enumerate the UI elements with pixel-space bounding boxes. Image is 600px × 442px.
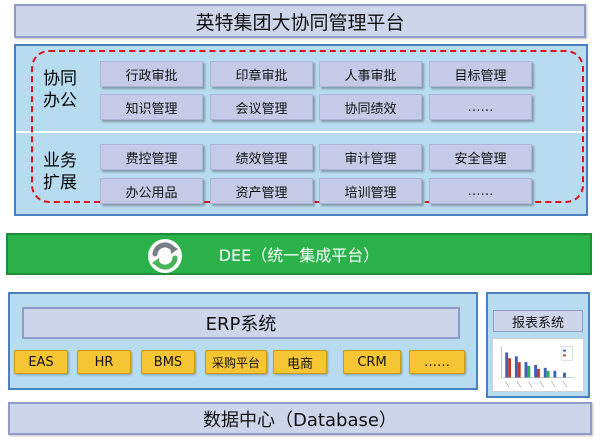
module-box: 知识管理: [100, 94, 203, 120]
group-label-line: 办公: [43, 91, 77, 111]
group-label-line: 业务: [43, 151, 77, 171]
module-box: 协同绩效: [319, 94, 422, 120]
module-box: 费控管理: [100, 144, 203, 170]
erp-subsystem: BMS: [141, 350, 195, 374]
report-title: 报表系统: [493, 310, 583, 332]
erp-subsystem: 电商: [273, 350, 327, 374]
module-box: 会议管理: [210, 94, 313, 120]
group-label-line: 协同: [43, 69, 77, 89]
erp-subsystem: HR: [77, 350, 131, 374]
module-box: ……: [429, 94, 532, 120]
module-box: 人事审批: [319, 61, 422, 87]
module-box: 培训管理: [319, 178, 422, 204]
platform-title: 英特集团大协同管理平台: [14, 4, 586, 38]
module-box: 资产管理: [210, 178, 313, 204]
group-label-extension: 业务 扩展: [36, 150, 84, 194]
module-box: 印章审批: [210, 61, 313, 87]
module-box: 办公用品: [100, 178, 203, 204]
group-label-collab: 协同 办公: [36, 68, 84, 112]
integration-platform-bar: DEE（统一集成平台）: [6, 233, 592, 275]
integration-label: DEE（统一集成平台）: [218, 246, 380, 265]
chart-thumbnail-icon: [492, 338, 584, 392]
module-box: 目标管理: [429, 61, 532, 87]
module-box: 安全管理: [429, 144, 532, 170]
panel-divider: [16, 131, 586, 133]
data-center-bar: 数据中心（Database）: [8, 402, 592, 435]
sync-cycle-icon: [148, 239, 182, 273]
group-label-line: 扩展: [43, 173, 77, 193]
module-box: 行政审批: [100, 61, 203, 87]
module-box: 审计管理: [319, 144, 422, 170]
module-box: ……: [429, 178, 532, 204]
erp-subsystem: 采购平台: [205, 350, 267, 374]
module-box: 绩效管理: [210, 144, 313, 170]
erp-subsystem: CRM: [343, 350, 401, 374]
erp-title: ERP系统: [22, 307, 460, 339]
erp-subsystem: EAS: [14, 350, 68, 374]
erp-subsystem: ……: [409, 350, 465, 374]
